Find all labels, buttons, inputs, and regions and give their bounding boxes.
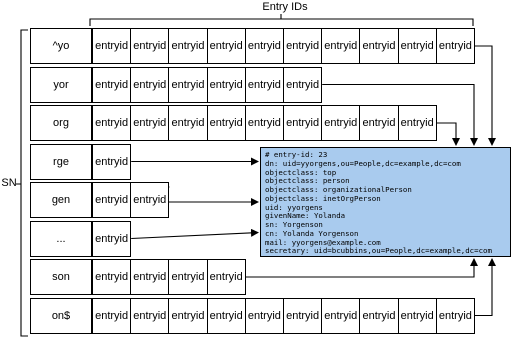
index-key: son: [30, 259, 92, 295]
entry-line: secretary: uid=bcubbins,ou=People,dc=exa…: [265, 246, 492, 256]
entryid-cell: entryid: [168, 28, 208, 64]
entryid-cell: entryid: [92, 182, 132, 218]
entryid-cell: entryid: [92, 105, 132, 141]
entry-line: sn: Yorgenson: [265, 220, 323, 229]
entryid-cell: entryid: [130, 182, 170, 218]
entryid-cell: entryid: [244, 66, 284, 103]
entryid-cell: entryid: [435, 297, 475, 334]
entryid-cell: entryid: [130, 297, 170, 334]
entry-line: givenName: Yolanda: [265, 211, 346, 221]
entryid-cell: entryid: [168, 66, 208, 103]
sn-bracket: [16, 29, 28, 337]
entryid-cell: entryid: [130, 28, 170, 64]
entryid-cell: entryid: [168, 259, 208, 295]
entry-line: # entry-id: 23: [265, 150, 328, 159]
entryid-cell: entryid: [244, 105, 284, 141]
brackets: [16, 14, 474, 337]
index-key: yor: [30, 66, 92, 103]
index-key: gen: [30, 182, 92, 218]
entryid-cell: entryid: [168, 297, 208, 334]
entryid-cell: entryid: [168, 105, 208, 141]
entryid-cell: entryid: [321, 28, 361, 64]
connector-arrow: [475, 258, 496, 317]
entry-line: objectclass: organizationalPerson: [265, 185, 412, 194]
entryid-cell: entryid: [92, 297, 132, 334]
connector-arrow: [436, 122, 460, 146]
connector-arrow: [245, 258, 478, 278]
entryid-cell: entryid: [130, 66, 170, 103]
entry-record: # entry-id: 23 dn: uid=yyorgens,ou=Peopl…: [260, 147, 511, 257]
entryid-cell: entryid: [130, 259, 170, 295]
entryid-cell: entryid: [321, 297, 361, 334]
entryid-cell: entryid: [206, 297, 246, 334]
entryid-cell: entryid: [92, 66, 132, 103]
entryid-cell: entryid: [397, 28, 437, 64]
entry-line: cn: Yolanda Yorgenson: [265, 228, 359, 238]
entryid-cell: entryid: [92, 143, 132, 180]
entry-line: objectclass: top: [265, 167, 337, 177]
entry-line: uid: yyorgens: [265, 202, 323, 212]
entryid-cell: entryid: [435, 28, 475, 64]
entryid-cell: entryid: [206, 28, 246, 64]
entryid-cell: entryid: [397, 297, 437, 334]
connector-arrow: [167, 186, 259, 206]
entry-line: dn: uid=yyorgens,ou=People,dc=example,dc…: [265, 158, 461, 168]
entryid-cell: entryid: [321, 105, 361, 141]
entryid-cell: entryid: [92, 220, 132, 257]
entryid-cell: entryid: [359, 297, 399, 334]
entryid-cell: entryid: [283, 297, 323, 334]
entryid-cell: entryid: [206, 259, 246, 295]
index-key: ^yo: [30, 28, 92, 64]
index-key: rge: [30, 143, 92, 180]
entry-line: objectclass: inetOrgPerson: [265, 193, 381, 203]
entryid-cell: entryid: [283, 28, 323, 64]
entry-ids-label: Entry IDs: [262, 1, 308, 13]
entryid-cell: entryid: [397, 105, 437, 141]
index-key: ...: [30, 220, 92, 257]
entry-line: mail: yyorgens@example.com: [265, 237, 381, 247]
entry-line: objectclass: person: [265, 176, 350, 186]
connector-arrow: [131, 228, 259, 240]
entry-ids-bracket: [89, 14, 474, 26]
entryid-cell: entryid: [359, 105, 399, 141]
connector-arrow: [475, 45, 496, 146]
entryid-cell: entryid: [206, 66, 246, 103]
entryid-cell: entryid: [92, 28, 132, 64]
entryid-cell: entryid: [359, 28, 399, 64]
entryid-cell: entryid: [92, 259, 132, 295]
entryid-cell: entryid: [283, 105, 323, 141]
entryid-cell: entryid: [206, 105, 246, 141]
index-key: org: [30, 105, 92, 141]
entryid-cell: entryid: [244, 297, 284, 334]
entryid-cell: entryid: [244, 28, 284, 64]
sn-label: SN: [1, 177, 17, 189]
entryid-cell: entryid: [130, 105, 170, 141]
entryid-cell: entryid: [283, 66, 323, 103]
index-key: on$: [30, 297, 92, 334]
connector-arrow: [322, 83, 478, 146]
